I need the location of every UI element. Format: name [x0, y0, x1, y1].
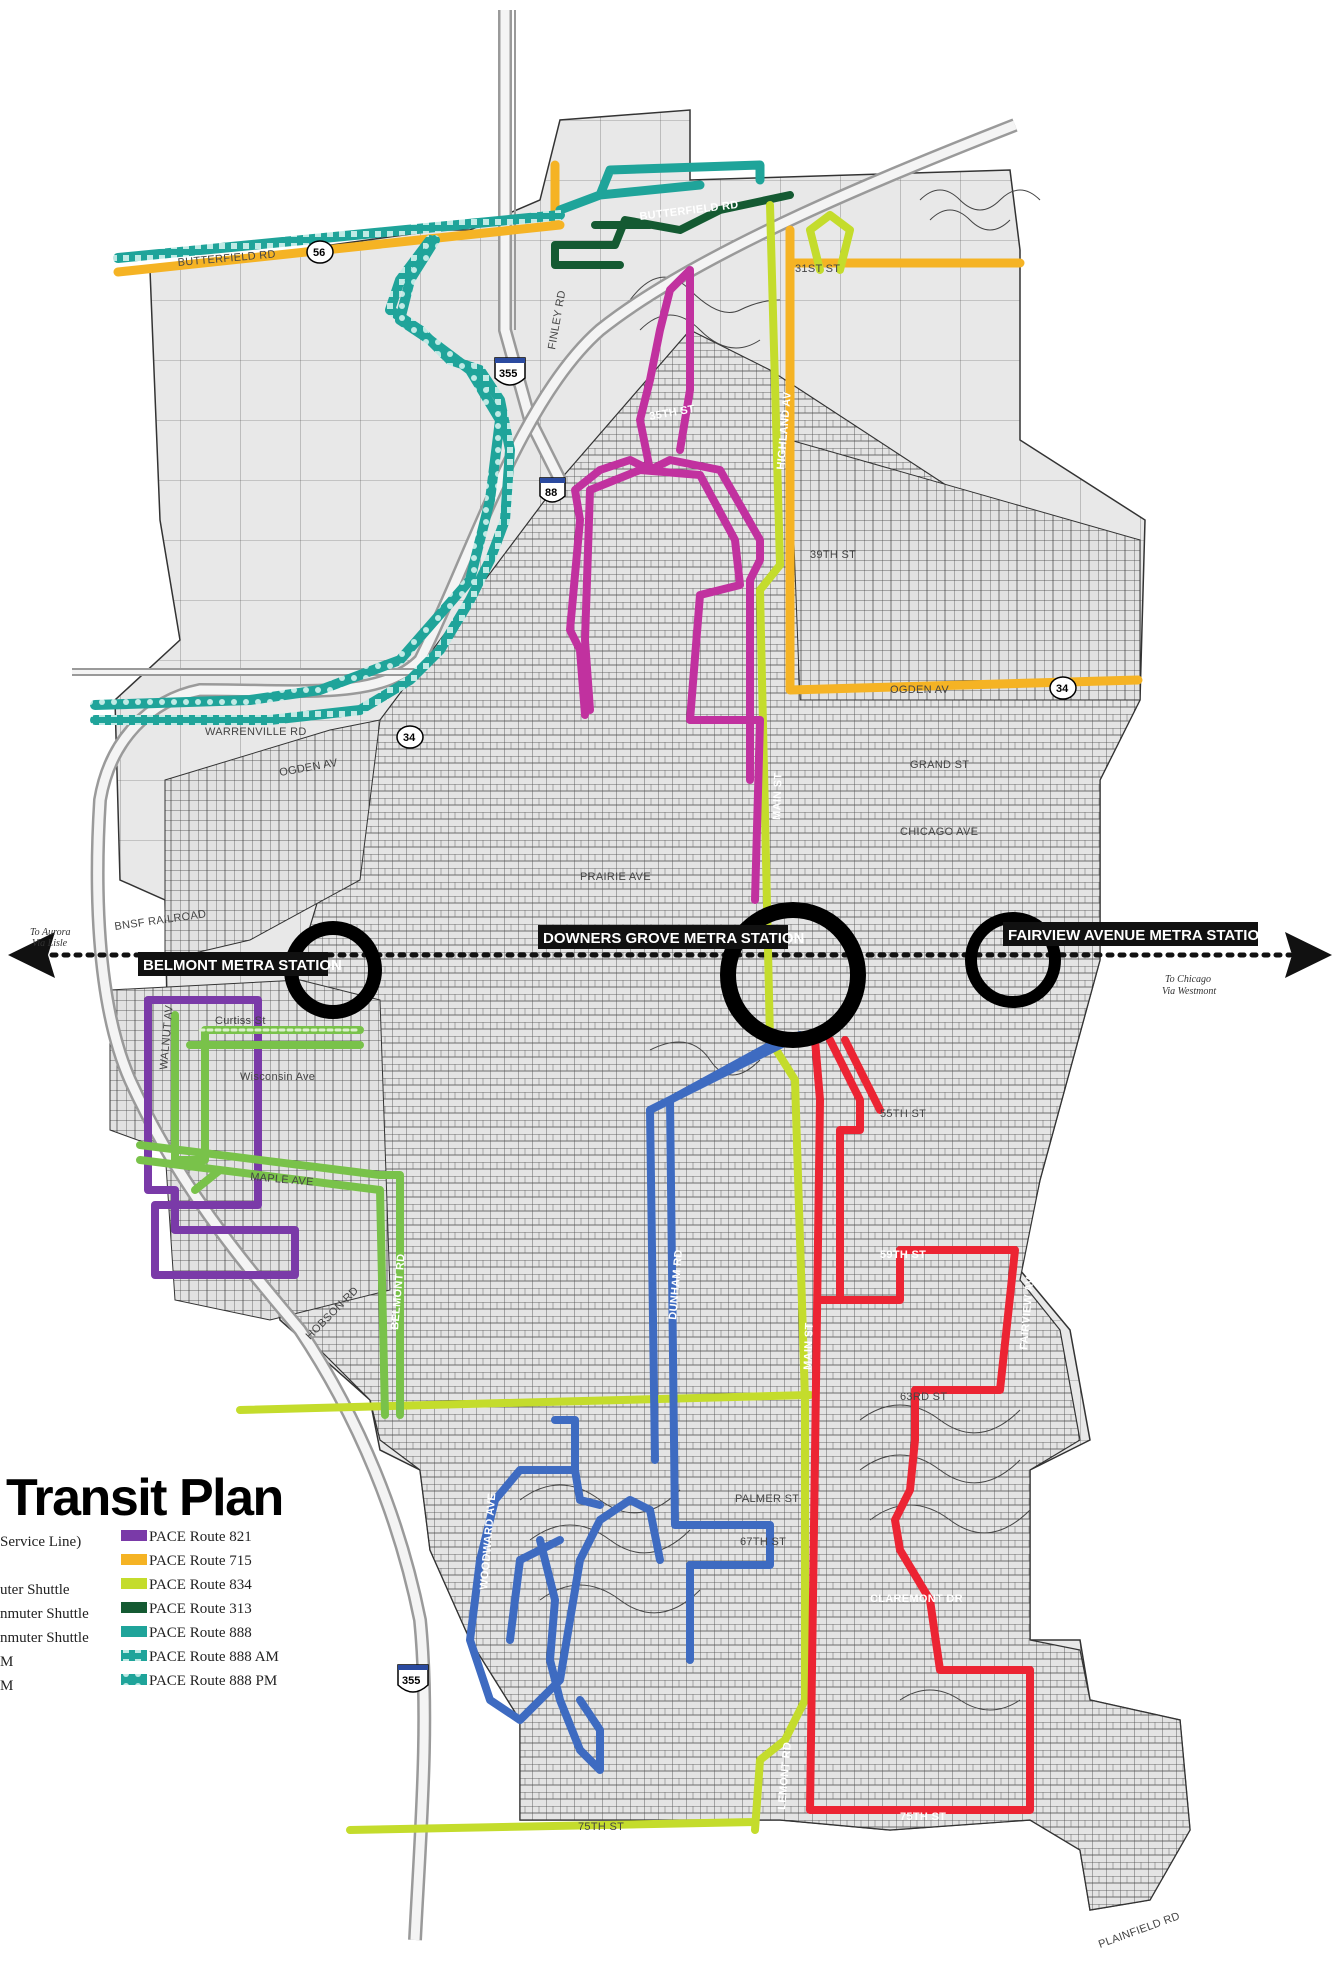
downers-grove-station-label: DOWNERS GROVE METRA STATION: [543, 930, 804, 947]
street-wisconsin: Wisconsin Ave: [240, 1071, 315, 1083]
route-pace-313: [551, 191, 794, 269]
legend-left-item: nmuter Shuttle: [0, 1606, 89, 1622]
route-pace-888-pm: [90, 235, 505, 710]
legend-swatch: [121, 1554, 147, 1565]
street-prairie: PRAIRIE AVE: [580, 871, 651, 883]
street-63rd: 63RD ST: [900, 1391, 947, 1403]
legend-route-item: PACE Route 821: [121, 1529, 252, 1545]
arrow-west-icon: [8, 932, 55, 978]
route-red: [806, 1036, 1034, 1814]
street-chicago: CHICAGO AVE: [900, 826, 978, 838]
legend-route-label: PACE Route 888: [149, 1625, 252, 1641]
street-grand: GRAND ST: [910, 759, 969, 771]
svg-text:355: 355: [499, 368, 517, 380]
street-59th: 59TH ST: [880, 1249, 926, 1261]
legend-swatch: [121, 1530, 147, 1541]
legend-route-item: PACE Route 888: [121, 1625, 252, 1641]
legend-left-item: M: [0, 1654, 13, 1670]
svg-text:355: 355: [402, 1675, 420, 1687]
downers-grove-station-marker[interactable]: [720, 902, 866, 1048]
legend-swatch: [121, 1674, 147, 1685]
street-curtiss: Curtiss St: [215, 1015, 266, 1027]
to-aurora-note: To Aurora: [30, 927, 70, 938]
legend-route-item: PACE Route 715: [121, 1553, 252, 1569]
route-magenta: [566, 266, 764, 904]
street-39th: 39TH ST: [810, 549, 856, 561]
i-355-south-shield-icon: 355: [397, 1664, 429, 1693]
street-67th: 67TH ST: [740, 1536, 786, 1548]
legend-route-item: PACE Route 834: [121, 1577, 252, 1593]
arrow-east-icon: [1285, 932, 1332, 978]
route-green: [136, 1011, 404, 1419]
street-maple: MAPLE AVE: [250, 1171, 314, 1189]
us-34-south-shield-icon: 34: [396, 725, 424, 749]
to-chicago-note: To Chicago: [1165, 974, 1211, 985]
street-ogden-east: OGDEN AV: [890, 684, 949, 696]
legend-route-label: PACE Route 888 AM: [149, 1649, 279, 1665]
us-34-north-shield-icon: 34: [1049, 676, 1077, 700]
svg-text:88: 88: [545, 487, 557, 499]
via-lisle-note: Via Lisle: [32, 938, 68, 949]
street-main-north: MAIN ST: [771, 772, 785, 820]
svg-text:34: 34: [403, 732, 416, 744]
svg-text:34: 34: [1056, 683, 1069, 695]
street-75th-west: 75TH ST: [578, 1821, 624, 1833]
routes: [90, 160, 1143, 1834]
map-title: Transit Plan: [6, 1469, 283, 1527]
i-88-shield-icon: 88: [539, 477, 566, 503]
legend-route-item: PACE Route 888 AM: [121, 1649, 279, 1665]
legend-left-item: uter Shuttle: [0, 1582, 70, 1598]
legend-left-item: nmuter Shuttle: [0, 1630, 89, 1646]
street-warrenville: WARRENVILLE RD: [205, 726, 307, 738]
route-pace-715: [113, 160, 1143, 695]
legend-swatch: [121, 1602, 147, 1613]
street-55th: 55TH ST: [880, 1108, 926, 1120]
route-pace-888: [555, 160, 765, 215]
legend-left-item: Service Line): [0, 1534, 81, 1550]
street-31st: 31ST ST: [795, 263, 840, 275]
legend: Transit Plan Service Line) uter Shuttle …: [0, 1469, 284, 1694]
street-main-south: MAIN ST: [802, 1322, 816, 1370]
belmont-station-label: BELMONT METRA STATION: [143, 957, 342, 974]
us-56-shield-icon: 56: [306, 240, 334, 264]
street-lemont: LEMONT RD: [776, 1741, 794, 1810]
street-claremont: CLAREMONT DR: [870, 1593, 963, 1605]
legend-route-label: PACE Route 313: [149, 1601, 252, 1617]
legend-route-item: PACE Route 888 PM: [121, 1673, 277, 1689]
route-blue: [466, 1031, 804, 1774]
svg-text:56: 56: [313, 247, 325, 259]
legend-route-label: PACE Route 834: [149, 1577, 252, 1593]
legend-swatch: [121, 1626, 147, 1637]
fairview-station-marker[interactable]: [965, 912, 1061, 1008]
legend-left-item: M: [0, 1678, 13, 1694]
legend-route-label: PACE Route 821: [149, 1529, 252, 1545]
legend-swatch: [121, 1650, 147, 1661]
street-walnut: WALNUT AV: [158, 1004, 176, 1070]
legend-left-column: Service Line) uter Shuttle nmuter Shuttl…: [0, 1534, 89, 1694]
route-pace-834: [236, 201, 854, 1834]
route-shields: 56 34 34 355 88 355: [306, 240, 1077, 1693]
street-palmer: PALMER ST: [735, 1493, 799, 1505]
legend-swatch: [121, 1578, 147, 1589]
street-plainfield: PLAINFIELD RD: [1097, 1910, 1182, 1951]
street-75th: 75TH ST: [900, 1811, 946, 1823]
village-area: [109, 109, 1191, 1911]
fairview-station-label: FAIRVIEW AVENUE METRA STATION: [1008, 927, 1270, 944]
legend-route-label: PACE Route 888 PM: [149, 1673, 277, 1689]
via-westmont-note: Via Westmont: [1162, 986, 1216, 997]
legend-route-item: PACE Route 313: [121, 1601, 252, 1617]
route-pace-821: [144, 996, 299, 1279]
stations: BELMONT METRA STATION DOWNERS GROVE METR…: [138, 902, 1270, 1048]
i-355-north-shield-icon: 355: [494, 357, 526, 386]
legend-route-label: PACE Route 715: [149, 1553, 252, 1569]
